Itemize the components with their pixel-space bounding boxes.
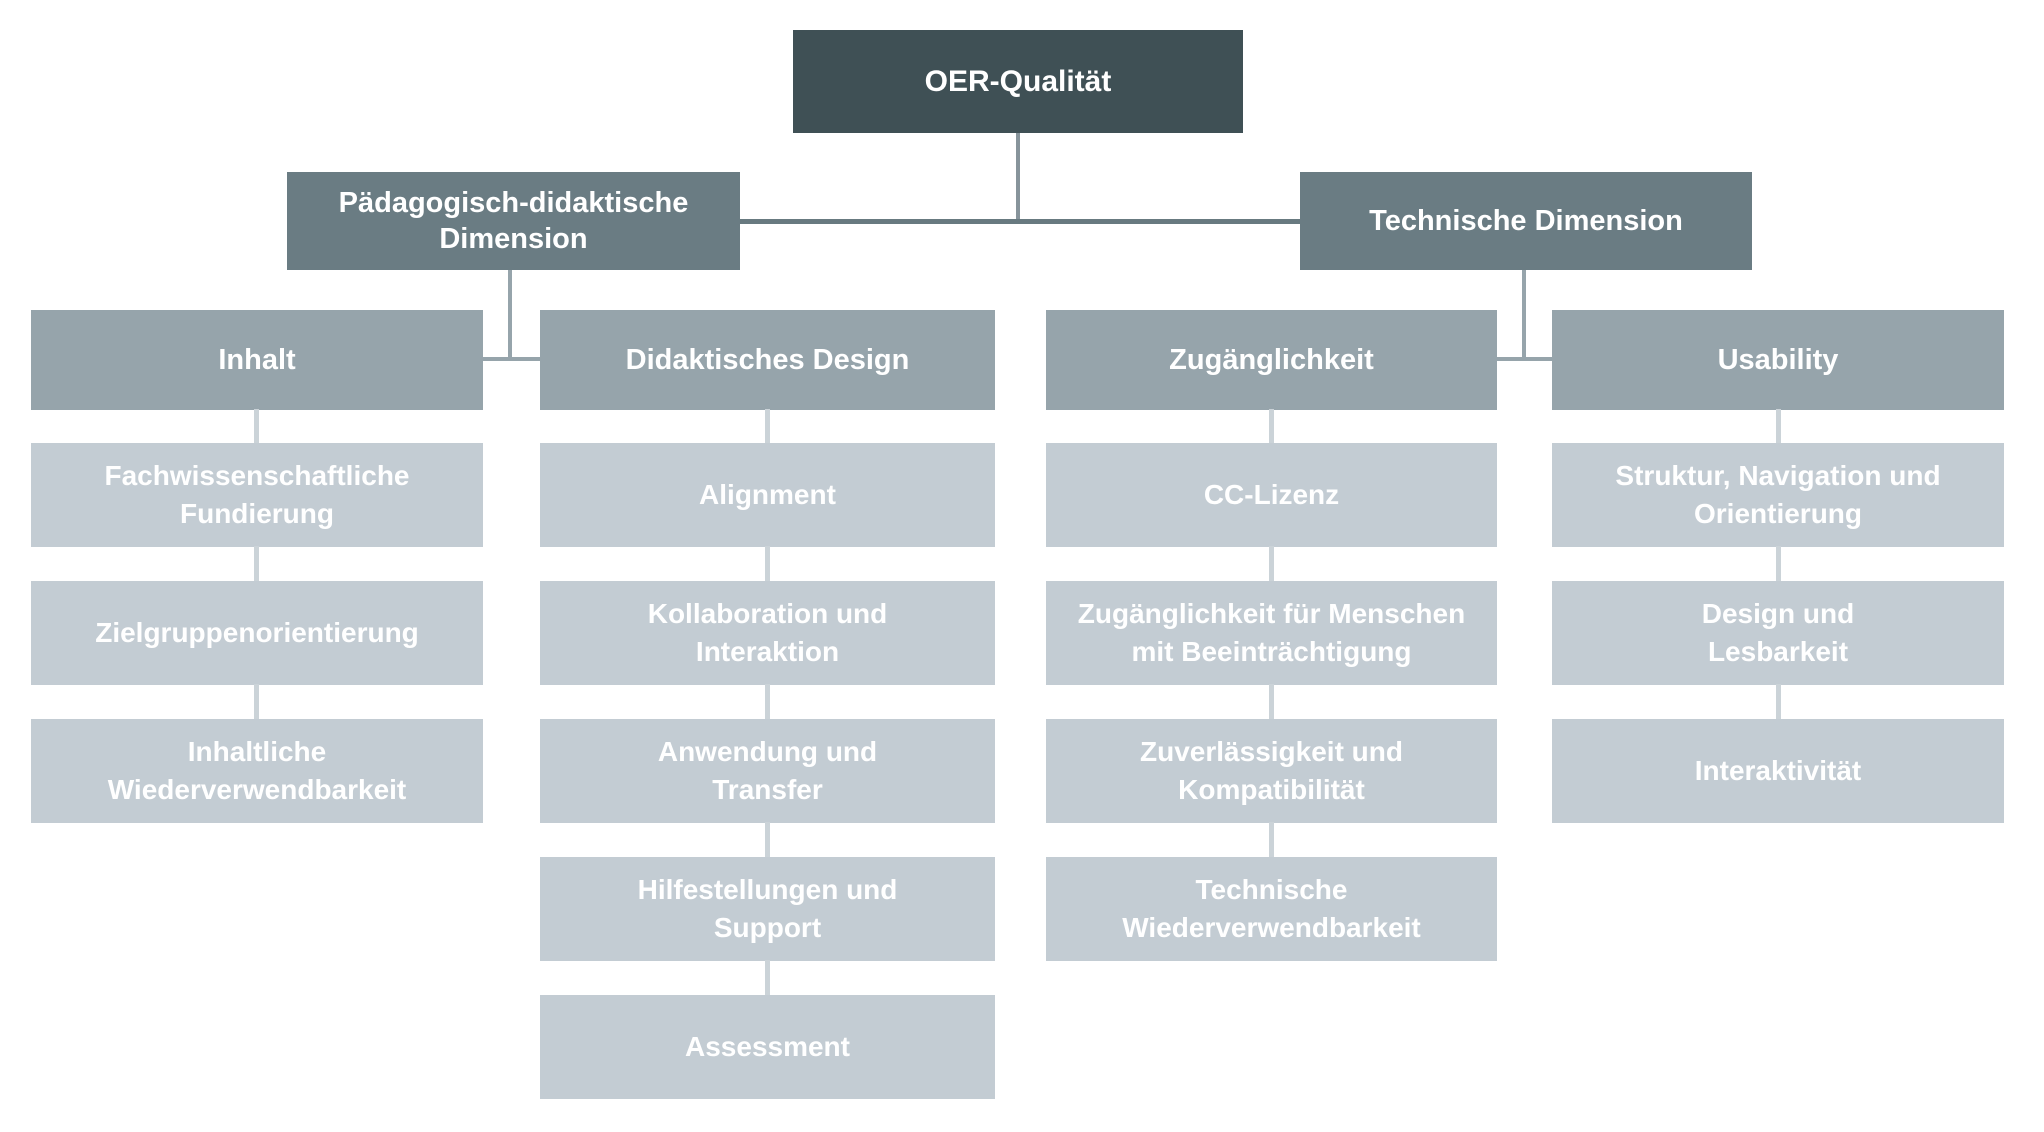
node-technische-wiederverwendbarkeit: Technische Wiederverwendbarkeit bbox=[1046, 857, 1497, 961]
node-zugaenglichkeit-fuer-menschen: Zugänglichkeit für Menschen mit Beeinträ… bbox=[1046, 581, 1497, 685]
connector-col1-0 bbox=[254, 409, 259, 444]
connector-dimension-right-horizontal bbox=[1497, 357, 1552, 361]
connector-col4-2 bbox=[1776, 684, 1781, 720]
node-oer-qualitaet: OER-Qualität bbox=[793, 30, 1243, 133]
connector-col3-3 bbox=[1269, 822, 1274, 858]
connector-col3-2 bbox=[1269, 684, 1274, 720]
node-design-und-lesbarkeit: Design und Lesbarkeit bbox=[1552, 581, 2004, 685]
node-fachwissenschaftliche-fundierung: Fachwissenschaftliche Fundierung bbox=[31, 443, 483, 547]
connector-col2-2 bbox=[765, 684, 770, 720]
node-zielgruppenorientierung: Zielgruppenorientierung bbox=[31, 581, 483, 685]
node-didaktisches-design: Didaktisches Design bbox=[540, 310, 995, 410]
connector-root-stem bbox=[1016, 133, 1020, 223]
node-paedagogisch-didaktische-dimension: Pädagogisch-didaktische Dimension bbox=[287, 172, 740, 270]
connector-col3-1 bbox=[1269, 546, 1274, 582]
node-cc-lizenz: CC-Lizenz bbox=[1046, 443, 1497, 547]
node-kollaboration-und-interaktion: Kollaboration und Interaktion bbox=[540, 581, 995, 685]
node-hilfestellungen-und-support: Hilfestellungen und Support bbox=[540, 857, 995, 961]
node-zugaenglichkeit: Zugänglichkeit bbox=[1046, 310, 1497, 410]
node-technische-dimension: Technische Dimension bbox=[1300, 172, 1752, 270]
connector-dimension-left-horizontal bbox=[483, 357, 540, 361]
connector-col2-4 bbox=[765, 960, 770, 996]
node-assessment: Assessment bbox=[540, 995, 995, 1099]
node-interaktivitaet: Interaktivität bbox=[1552, 719, 2004, 823]
node-usability: Usability bbox=[1552, 310, 2004, 410]
connector-col1-1 bbox=[254, 546, 259, 582]
node-alignment: Alignment bbox=[540, 443, 995, 547]
node-struktur-navigation-orientierung: Struktur, Navigation und Orientierung bbox=[1552, 443, 2004, 547]
connector-col2-3 bbox=[765, 822, 770, 858]
connector-col4-0 bbox=[1776, 409, 1781, 444]
connector-col3-0 bbox=[1269, 409, 1274, 444]
connector-col1-2 bbox=[254, 684, 259, 720]
node-anwendung-und-transfer: Anwendung und Transfer bbox=[540, 719, 995, 823]
connector-col2-0 bbox=[765, 409, 770, 444]
connector-col2-1 bbox=[765, 546, 770, 582]
connector-dimension-left-stem bbox=[508, 270, 512, 361]
node-zuverlaessigkeit-und-kompatibilitaet: Zuverlässigkeit und Kompatibilität bbox=[1046, 719, 1497, 823]
connector-col4-1 bbox=[1776, 546, 1781, 582]
connector-root-horizontal bbox=[740, 219, 1300, 224]
node-inhaltliche-wiederverwendbarkeit: Inhaltliche Wiederverwendbarkeit bbox=[31, 719, 483, 823]
node-inhalt: Inhalt bbox=[31, 310, 483, 410]
connector-dimension-right-stem bbox=[1522, 270, 1526, 361]
